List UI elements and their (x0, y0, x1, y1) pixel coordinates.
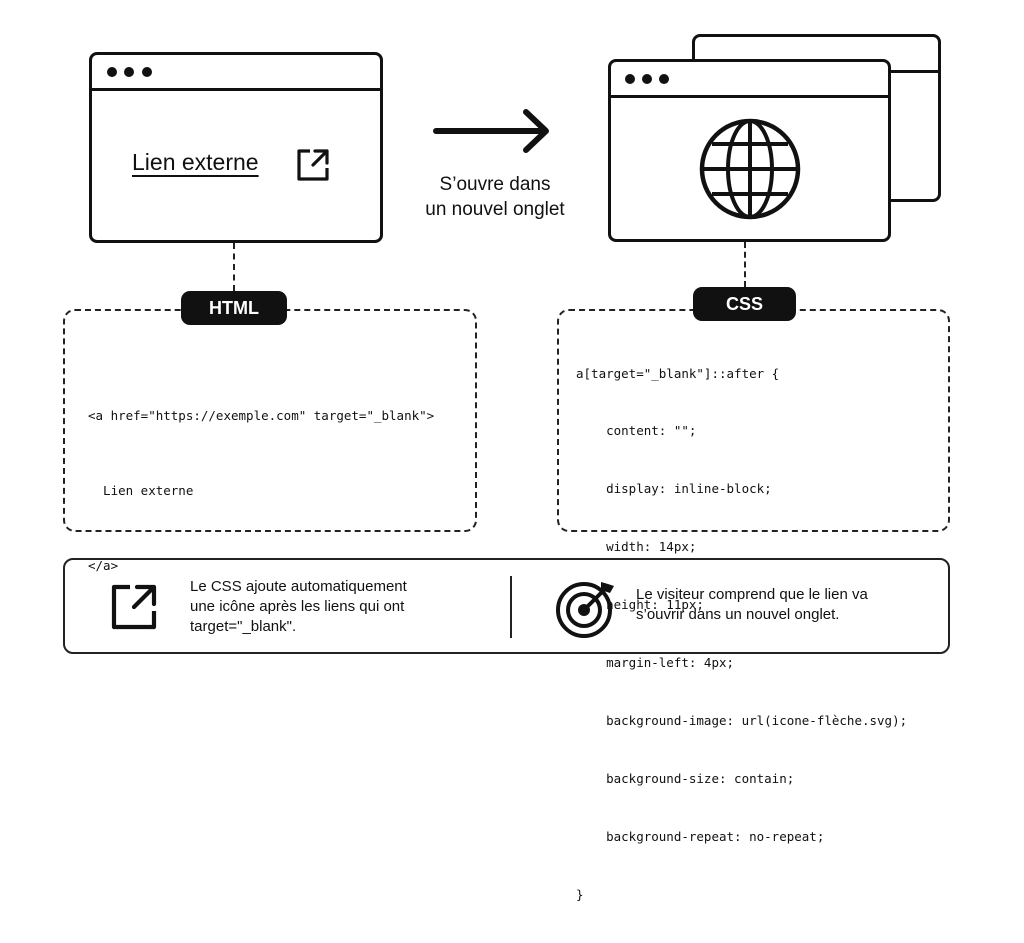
html-code-block: <a href="https://exemple.com" target="_b… (88, 353, 434, 628)
window-dot-icon (142, 67, 152, 77)
new-tab-browser-window (608, 59, 891, 242)
arrow-caption: S’ouvre dans un nouvel onglet (395, 172, 595, 222)
external-link-text[interactable]: Lien externe (132, 149, 259, 175)
window-titlebar (611, 62, 888, 98)
code-line: background-size: contain; (576, 770, 795, 786)
window-dot-icon (642, 74, 652, 84)
css-label-badge: CSS (693, 287, 796, 321)
code-line: <a href="https://exemple.com" target="_b… (88, 408, 435, 423)
footer-left-line: Le CSS ajoute automatiquement (190, 578, 407, 595)
code-line: display: inline-block; (576, 481, 772, 497)
source-browser-window: Lien externe (89, 52, 383, 243)
arrow-right-icon (433, 109, 549, 153)
external-link-icon (297, 149, 329, 181)
html-label-badge: HTML (181, 291, 287, 325)
footer-right-line: s’ouvrir dans un nouvel onglet. (636, 606, 840, 623)
code-line: background-repeat: no-repeat; (576, 828, 825, 844)
html-connector-line (233, 243, 235, 291)
footer-divider (510, 576, 512, 638)
code-line: margin-left: 4px; (576, 655, 735, 671)
footer-left-line: une icône après les liens qui ont (190, 598, 405, 615)
code-line: width: 14px; (576, 539, 697, 555)
globe-icon (699, 118, 801, 220)
css-code-panel: a[target="_blank"]::after { content: "";… (557, 309, 950, 902)
code-line: </a> (88, 558, 119, 573)
code-line: content: ""; (576, 423, 697, 439)
target-icon (556, 582, 614, 638)
code-line: } (576, 886, 584, 902)
code-line: height: 11px; (576, 597, 704, 613)
window-titlebar (92, 55, 380, 91)
window-dot-icon (107, 67, 117, 77)
external-link-icon (111, 584, 157, 630)
footer-left-line: target="_blank". (190, 618, 297, 635)
arrow-caption-line: un nouvel onglet (425, 199, 565, 220)
html-code-panel: <a href="https://exemple.com" target="_b… (63, 309, 477, 573)
arrow-caption-line: S’ouvre dans (439, 174, 551, 195)
window-dot-icon (124, 67, 134, 77)
css-connector-line (744, 242, 746, 287)
footer-summary-box: Le CSS ajoute automatiquement une icône … (63, 558, 950, 654)
footer-right-text: Le visiteur comprend que le lien va s’ou… (636, 585, 936, 625)
window-dot-icon (659, 74, 669, 84)
window-dot-icon (625, 74, 635, 84)
code-line: a[target="_blank"]::after { (576, 365, 780, 381)
footer-right-line: Le visiteur comprend que le lien va (636, 586, 868, 603)
code-line: Lien externe (88, 483, 194, 498)
footer-left-text: Le CSS ajoute automatiquement une icône … (190, 577, 480, 637)
code-line: background-image: url(icone-flèche.svg); (576, 712, 908, 728)
